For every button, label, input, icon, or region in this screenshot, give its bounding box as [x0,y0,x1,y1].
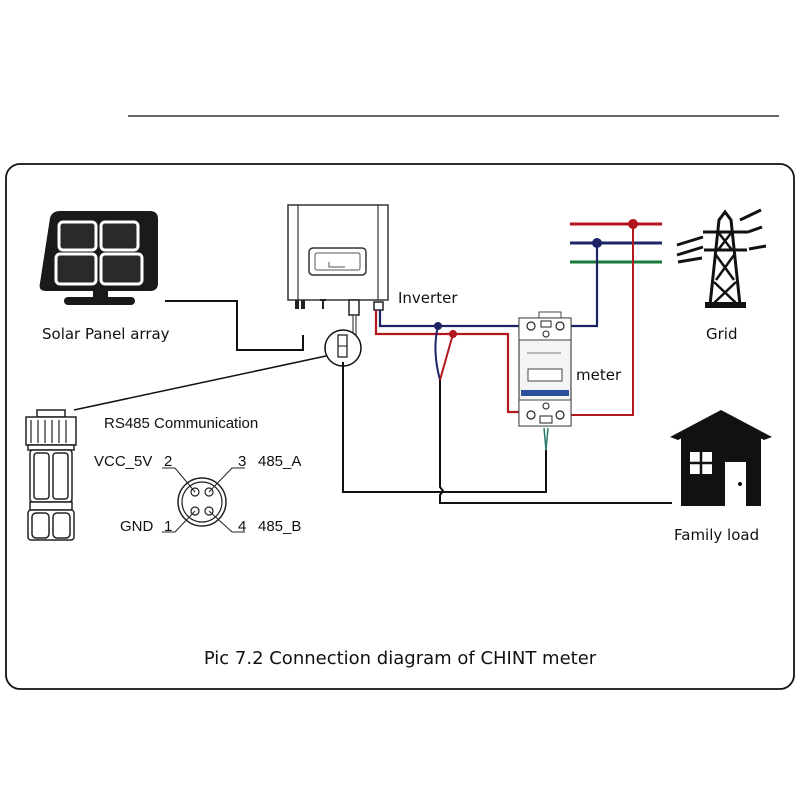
pin3-name: 485_A [258,453,301,470]
pin2-number: 2 [164,453,172,470]
meter-icon [518,311,572,427]
house-icon [670,410,772,506]
meter-label: meter [576,366,622,384]
pin1-name: GND [120,518,154,535]
pin4-number: 4 [238,518,246,535]
dc-wire [165,300,304,351]
inverter-blue-wire [378,310,520,328]
family-load-label: Family load [674,526,759,544]
solar-panel-icon [39,211,158,305]
pin4-name: 485_B [258,518,301,535]
inverter-label: Inverter [398,289,458,307]
pin3-number: 3 [238,453,246,470]
grid-red-wire [560,224,634,416]
pin2-name: VCC_5V [94,453,152,470]
rs485-plug-icon [25,409,77,541]
rs485-title: RS485 Communication [104,415,258,432]
inverter-red-wire [374,310,523,414]
grid-blue-wire [560,243,599,328]
power-tower-icon [676,208,767,308]
solar-panel-label: Solar Panel array [42,325,170,343]
rs485-pinout [162,467,245,533]
figure-caption: Pic 7.2 Connection diagram of CHINT mete… [204,648,597,669]
grid-label: Grid [706,325,737,343]
inverter-icon [287,204,389,336]
rs485-comm-wire [342,362,547,493]
rs485-pointer-line [73,355,327,411]
pin1-number: 1 [164,518,172,535]
diagram-frame [5,163,795,690]
